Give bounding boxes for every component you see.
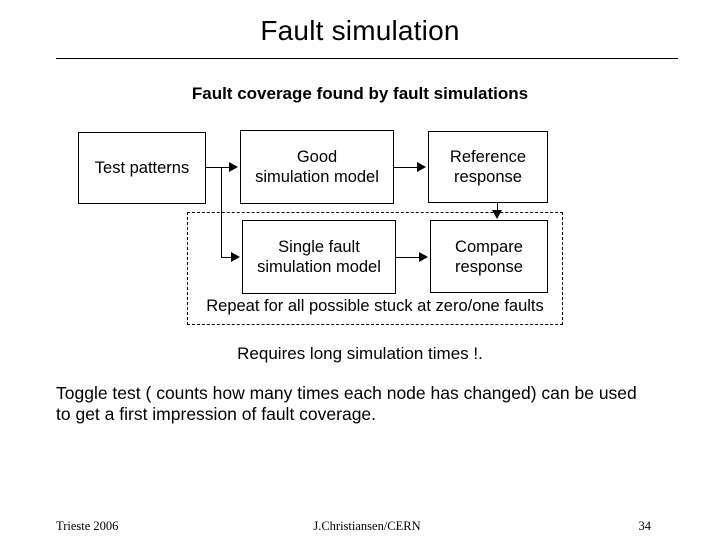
- flow-box-reference-response-text: Reference response: [446, 147, 530, 187]
- flow-box-reference-response-line2: response: [454, 168, 522, 186]
- flow-box-good-simulation-model-line2: simulation model: [255, 168, 379, 186]
- note-toggle-test: Toggle test ( counts how many times each…: [56, 383, 672, 425]
- footer-author: J.Christiansen/CERN: [313, 519, 421, 533]
- arrowhead-down-icon-compare: [492, 210, 502, 219]
- flow-box-good-simulation-model-line1: Good: [296, 148, 338, 166]
- flow-box-reference-response: Reference response: [428, 131, 548, 203]
- repeat-loop-caption: Repeat for all possible stuck at zero/on…: [206, 297, 544, 315]
- diagram-heading: Fault coverage found by fault simulation…: [191, 84, 529, 103]
- connector-single-fault-to-compare: [396, 257, 420, 258]
- flow-box-single-fault-simulation-model: Single fault simulation model: [242, 220, 396, 294]
- arrowhead-right-icon-reference: [417, 162, 426, 172]
- connector-good-model-to-reference: [394, 167, 418, 168]
- flow-box-compare-response: Compare response: [430, 220, 548, 293]
- page-title: Fault simulation: [260, 15, 460, 46]
- arrowhead-right-icon-compare: [419, 252, 428, 262]
- flow-box-reference-response-line1: Reference: [449, 148, 527, 166]
- flow-box-compare-response-line2: response: [455, 257, 523, 276]
- flow-box-good-simulation-model-text: Good simulation model: [251, 147, 383, 187]
- connector-reference-to-compare: [497, 203, 498, 215]
- flow-box-good-simulation-model: Good simulation model: [240, 130, 394, 204]
- flow-box-compare-response-text: Compare response: [451, 237, 527, 277]
- flow-box-test-patterns: Test patterns: [78, 132, 206, 204]
- connector-branch-vertical: [221, 167, 222, 257]
- connector-test-patterns-to-good-model: [206, 167, 230, 168]
- note-requires-long-simulation-times: Requires long simulation times !.: [237, 344, 483, 363]
- flow-box-test-patterns-line1: Test patterns: [94, 159, 190, 177]
- title-divider: [56, 58, 678, 59]
- footer-event: Trieste 2006: [56, 519, 119, 533]
- note-toggle-test-line2: to get a first impression of fault cover…: [56, 404, 377, 424]
- flow-box-single-fault-simulation-model-line2: simulation model: [257, 258, 381, 276]
- repeat-loop-region: [187, 212, 563, 325]
- flow-box-single-fault-simulation-model-line1: Single fault: [278, 238, 360, 256]
- flow-box-compare-response-line1: Compare: [455, 237, 523, 256]
- flow-box-single-fault-simulation-model-text: Single fault simulation model: [253, 237, 385, 277]
- footer-page-number: 34: [638, 519, 652, 533]
- arrowhead-right-icon-good-model: [229, 162, 238, 172]
- connector-branch-to-single-fault: [221, 257, 233, 258]
- note-toggle-test-line1: Toggle test ( counts how many times each…: [56, 383, 637, 403]
- arrowhead-right-icon-single-fault: [231, 252, 240, 262]
